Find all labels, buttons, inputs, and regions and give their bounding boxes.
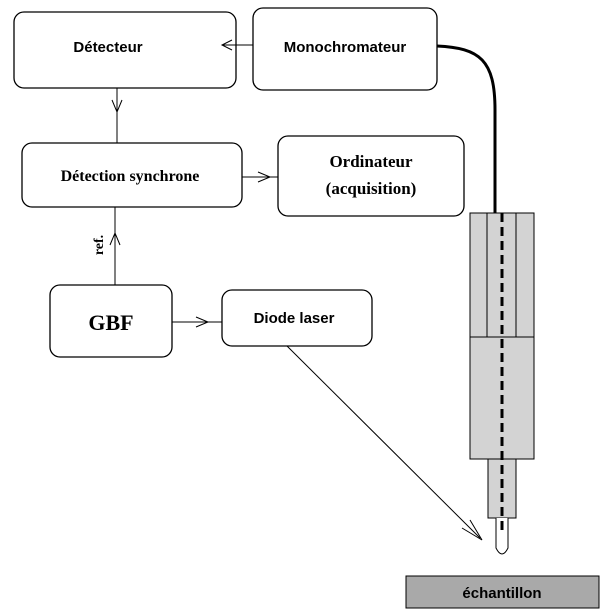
arrowhead-detecteur-to-detection (111, 99, 123, 114)
laser-beam (286, 345, 481, 539)
ordinateur-label-line2: (acquisition) (326, 179, 417, 198)
monochromateur-box (252, 7, 438, 91)
arrowhead-detection-to-ordinateur (257, 171, 272, 183)
detecteur-label: Détecteur (73, 39, 142, 56)
detection-synchrone-label: Détection synchrone (61, 168, 200, 185)
ordinateur-box (277, 135, 465, 217)
ordinateur-label-line1: Ordinateur (329, 152, 413, 171)
laser-beam-arrowhead (461, 519, 483, 541)
diode-laser-label: Diode laser (254, 310, 335, 327)
ref-label: ref. (92, 235, 107, 255)
gbf-box (49, 284, 173, 358)
echantillon-label: échantillon (462, 585, 541, 602)
detection-synchrone-box (21, 142, 243, 208)
monochromateur-label: Monochromateur (284, 39, 407, 56)
arrowhead-gbf-to-diode (195, 316, 210, 328)
diode-laser-box (221, 289, 373, 347)
probe-end (495, 518, 509, 555)
arrowhead-gbf-to-detection (109, 231, 121, 246)
detecteur-box (13, 11, 237, 89)
gbf-label: GBF (88, 310, 133, 335)
arrowhead-mono-to-detecteur (220, 39, 233, 51)
echantillon-box (405, 575, 600, 609)
optical-fiber (436, 44, 497, 215)
